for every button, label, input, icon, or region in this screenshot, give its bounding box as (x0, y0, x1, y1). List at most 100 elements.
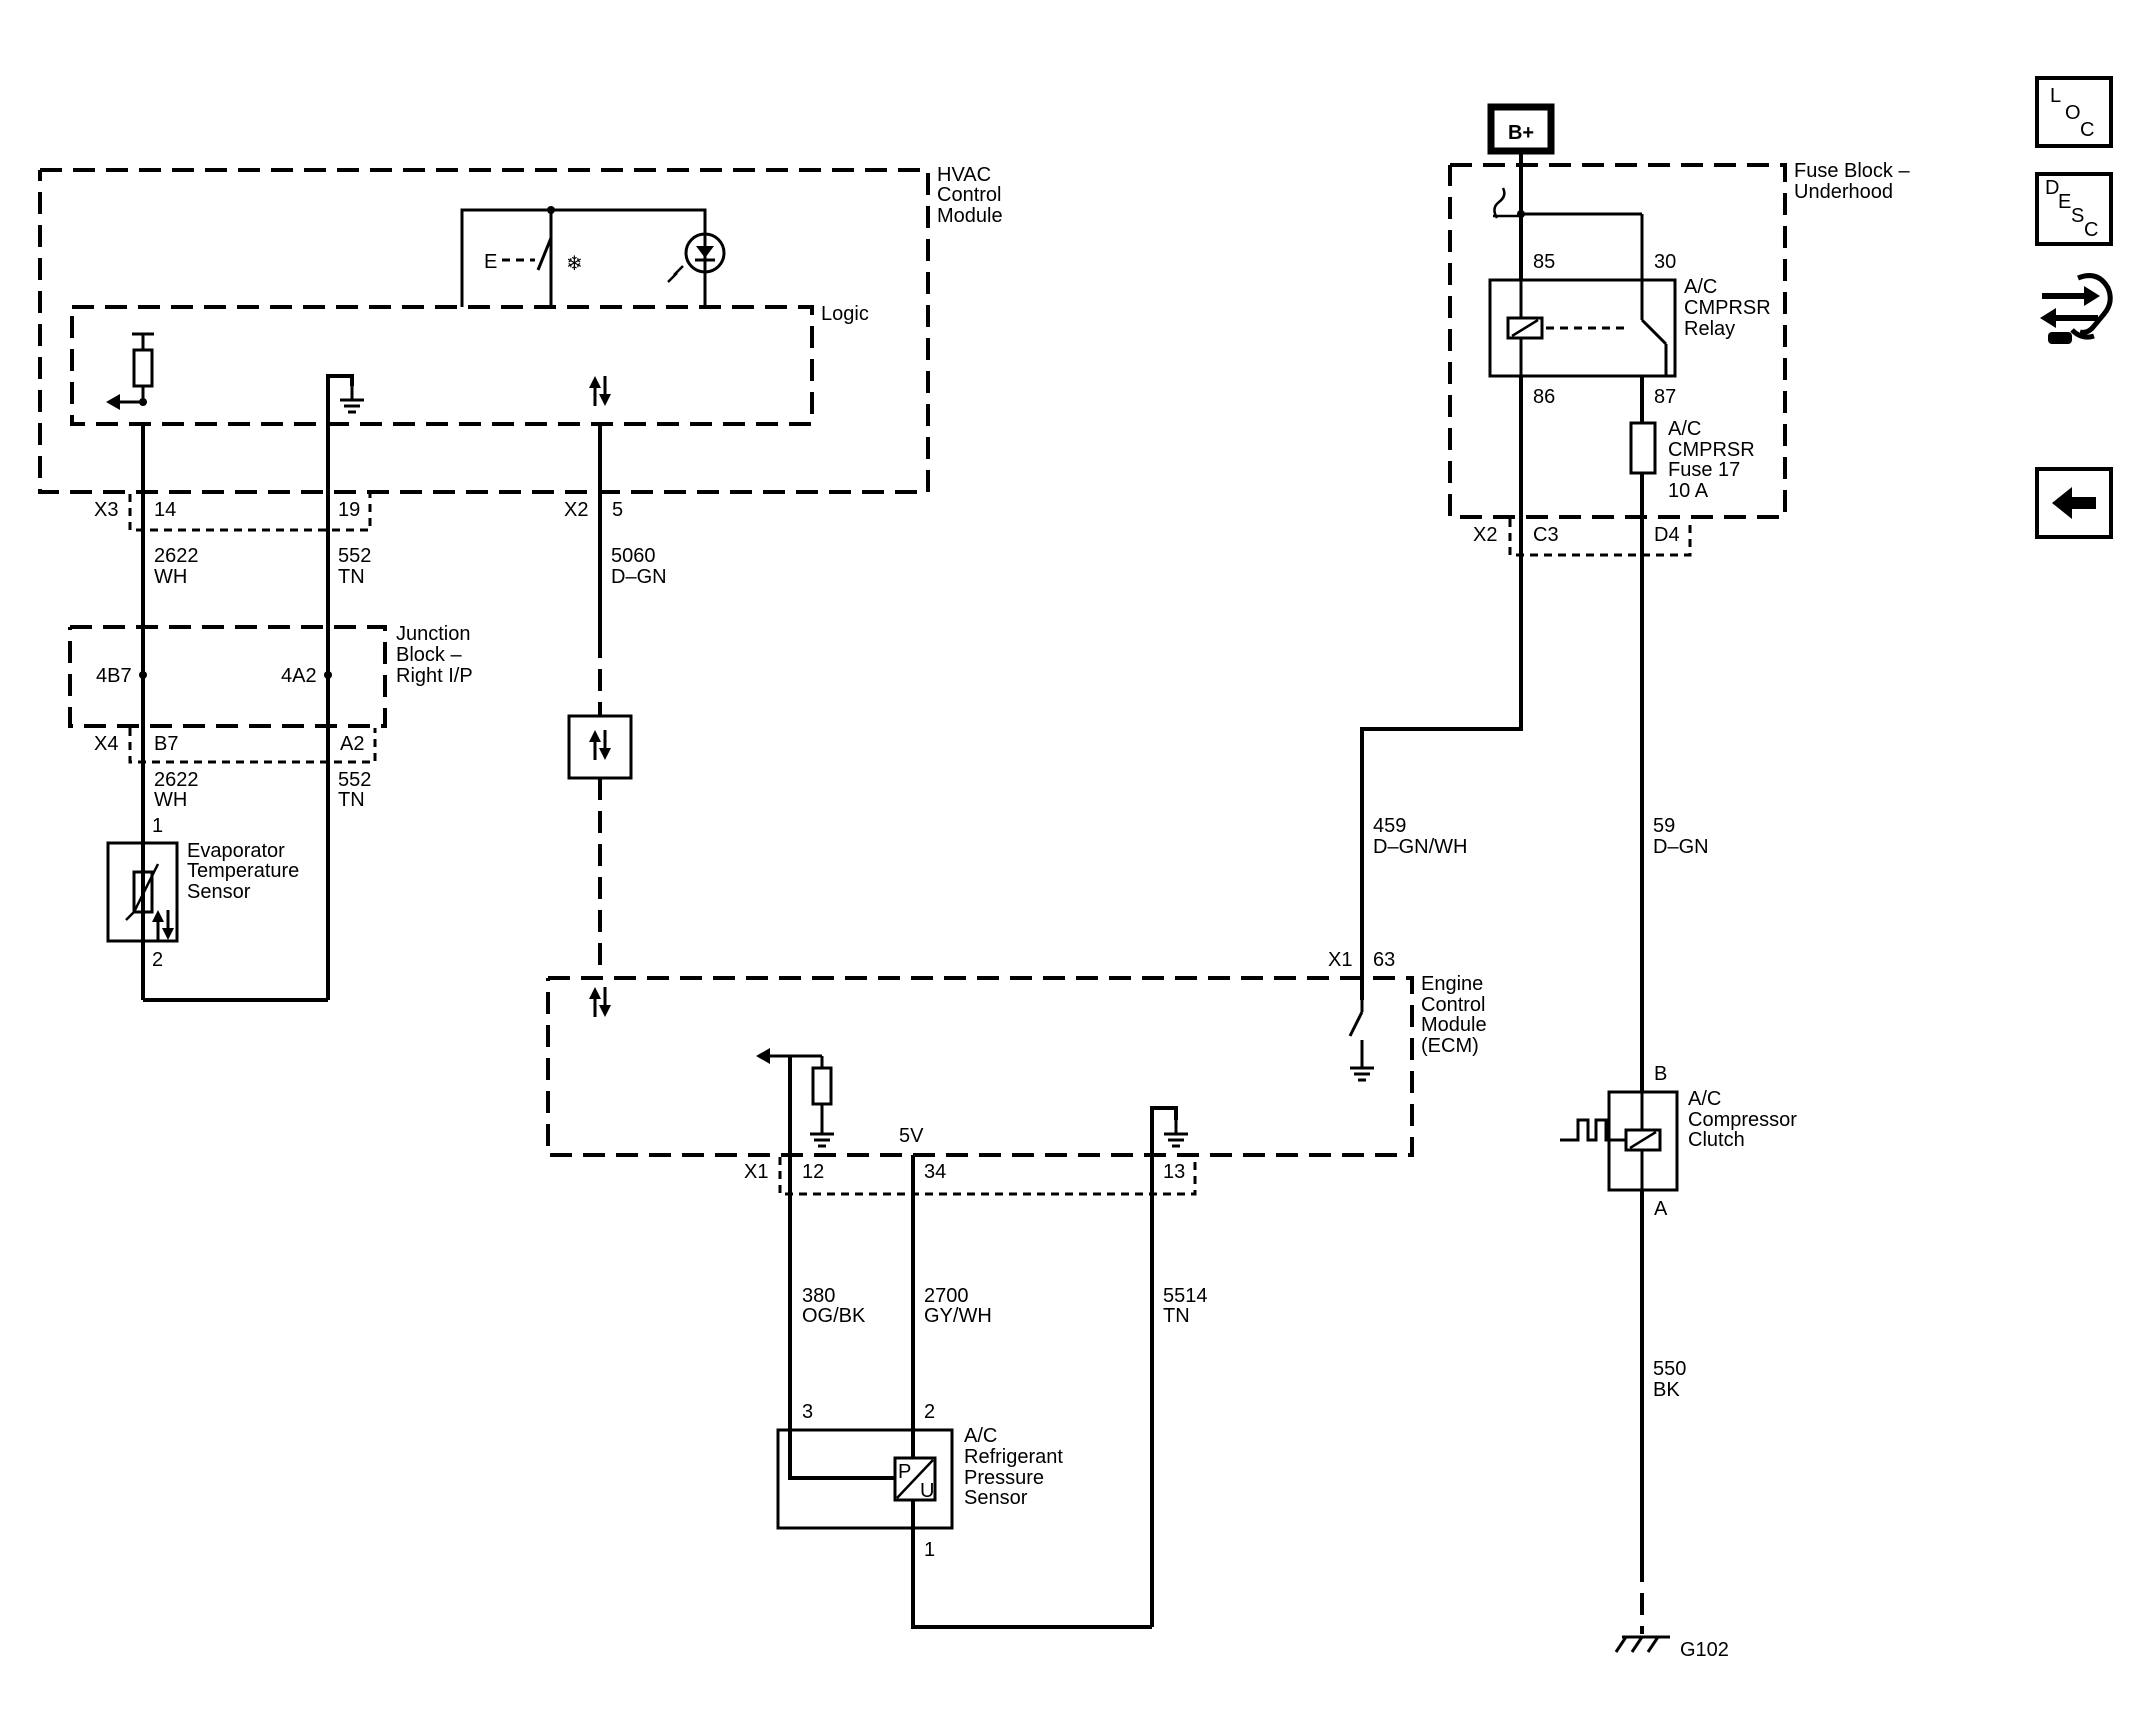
pin-a2-label: A2 (340, 733, 364, 755)
connector-x2-label: X2 (564, 499, 588, 521)
repair-connector-button[interactable] (2040, 273, 2113, 344)
ecm-pin-34-label: 34 (924, 1161, 946, 1183)
evap-pin-2-label: 2 (152, 949, 163, 971)
connector-x3-label: X3 (94, 499, 118, 521)
back-arrow-icon (2052, 487, 2096, 519)
pin-4a2-label: 4A2 (281, 665, 317, 687)
transducer-u-label: U (920, 1480, 934, 1502)
wire-2700-label: 2700 GY/WH (924, 1285, 992, 1327)
fb-pin-d4-label: D4 (1654, 524, 1680, 546)
wire-380-label: 380 OG/BK (802, 1285, 866, 1327)
clutch-title: A/C Compressor Clutch (1688, 1088, 1802, 1151)
hvac-module-boundary (38, 168, 930, 494)
ecm-pin-12-label: 12 (802, 1161, 824, 1183)
fuse-block-title: Fuse Block – Underhood (1794, 160, 1915, 203)
pin-b7-label: B7 (154, 733, 178, 755)
pressure-pin-2-label: 2 (924, 1401, 935, 1423)
relay-pin-87-label: 87 (1654, 386, 1676, 408)
clutch-pin-a-label: A (1654, 1198, 1668, 1220)
ecm-serial-data-icon (587, 985, 613, 1019)
desc-letter-d: D (2045, 177, 2059, 199)
engine-control-module: Engine Control Module (ECM) X1 63 5V X1 … (546, 949, 1487, 1627)
relay-pin-86-label: 86 (1533, 386, 1555, 408)
wire-459-label: 459 D–GN/WH (1373, 815, 1467, 858)
fuse-17-title: A/C CMPRSR Fuse 17 10 A (1668, 418, 1760, 502)
ac-compressor-clutch: B A A/C Compressor Clutch (1560, 1063, 1802, 1220)
relay-pin-30-label: 30 (1654, 251, 1676, 273)
wire-552-bottom-label: 552 TN (338, 769, 377, 811)
clutch-pin-b-label: B (1654, 1063, 1667, 1085)
wire-2622-bottom-label: 2622 WH (154, 769, 204, 811)
location-button[interactable]: L O C (2035, 76, 2113, 148)
transducer-p-label: P (898, 1461, 911, 1483)
loc-letter-c: C (2080, 119, 2094, 141)
pin-5-label: 5 (612, 499, 623, 521)
pressure-sensor-title: A/C Refrigerant Pressure Sensor (964, 1425, 1069, 1509)
fusible-link-icon (1493, 187, 1506, 219)
hvac-module-title: HVAC Control Module (937, 164, 1007, 227)
ecm-signal-arrow-icon (756, 1048, 770, 1064)
desc-letter-c: C (2084, 219, 2098, 241)
ecm-low-ref-ground-icon (1162, 1118, 1190, 1148)
low-side-driver-icon (1348, 1011, 1364, 1037)
serial-data-icon (587, 374, 613, 408)
evap-pin-1-label: 1 (152, 815, 163, 837)
thermistor-icon (132, 870, 154, 914)
ecm-pin-63-label: 63 (1373, 949, 1395, 971)
ground-g102-label: G102 (1680, 1639, 1729, 1661)
ecm-connector-x1-bottom-label: X1 (744, 1161, 768, 1183)
ecm-pullup-resistor-icon (811, 1066, 833, 1106)
back-button[interactable] (2035, 467, 2113, 539)
ac-cmprsr-relay (1488, 278, 1677, 378)
ecm-5v-label: 5V (899, 1125, 924, 1147)
relay-pin-85-label: 85 (1533, 251, 1555, 273)
chassis-ground-icon (1614, 1635, 1670, 1653)
junction-block-title: Junction Block – Right I/P (396, 623, 476, 687)
wire-552-top-label: 552 TN (338, 545, 377, 588)
description-button[interactable]: D E S C (2035, 172, 2113, 246)
pressure-transducer-icon (893, 1456, 937, 1502)
pin-14-label: 14 (154, 499, 176, 521)
wire-459-d-gn-wh (1360, 376, 1523, 1000)
pin-4b7-label: 4B7 (96, 665, 132, 687)
connector-x4-label: X4 (94, 733, 118, 755)
ecm-connector-x1-top-label: X1 (1328, 949, 1352, 971)
ac-request-switch: E ❄ (460, 206, 726, 307)
signal-arrow-icon (106, 394, 120, 410)
wire-5514-label: 5514 TN (1163, 1285, 1213, 1327)
fb-pin-c3-label: C3 (1533, 524, 1559, 546)
hvac-connector-x3: X3 14 19 X2 5 (94, 494, 623, 532)
loc-letter-l: L (2050, 85, 2061, 107)
serial-data-device-icon (587, 728, 613, 762)
hvac-control-module: HVAC Control Module Logic E ❄ (38, 164, 1007, 520)
connector-hand-icon (2040, 273, 2113, 344)
snowflake-icon: ❄ (566, 253, 583, 275)
desc-letter-e: E (2058, 191, 2071, 213)
ecm-resistor-ground-icon (808, 1118, 836, 1148)
ac-refrigerant-pressure-sensor: 3 2 1 P U A/C Refrigerant Pressure Senso… (776, 1401, 1069, 1561)
fuse-17-icon (1629, 421, 1657, 475)
evap-sensor-title: Evaporator Temperature Sensor (187, 840, 305, 903)
pressure-pin-3-label: 3 (802, 1401, 813, 1423)
loc-letter-o: O (2065, 102, 2081, 124)
pin-19-label: 19 (338, 499, 360, 521)
b-plus-label: B+ (1508, 122, 1534, 144)
indicator-led-icon (684, 232, 726, 274)
wire-550-label: 550 BK (1653, 1358, 1692, 1401)
relay-coil-icon (1506, 316, 1544, 340)
desc-letter-s: S (2071, 205, 2084, 227)
evaporator-temperature-sensor: 1 2 Evaporator Temperature Sensor (106, 815, 305, 971)
ecm-pin-13-label: 13 (1163, 1161, 1185, 1183)
ecm-driver-ground-icon (1348, 1052, 1376, 1082)
wire-59-label: 59 D–GN (1653, 815, 1709, 858)
logic-boundary (70, 305, 814, 426)
wire-5060-label: 5060 D–GN (611, 545, 667, 588)
clutch-diode-icon (1560, 1118, 1626, 1142)
junction-block-right-ip: 4B7 4A2 Junction Block – Right I/P X4 B7… (68, 623, 476, 764)
thermistor-bidir-icon (150, 908, 176, 942)
logic-label: Logic (821, 303, 869, 325)
wire-2622-top-label: 2622 WH (154, 545, 204, 588)
wire-5514-tn (911, 1500, 1152, 1629)
relay-title: A/C CMPRSR Relay (1684, 276, 1776, 340)
